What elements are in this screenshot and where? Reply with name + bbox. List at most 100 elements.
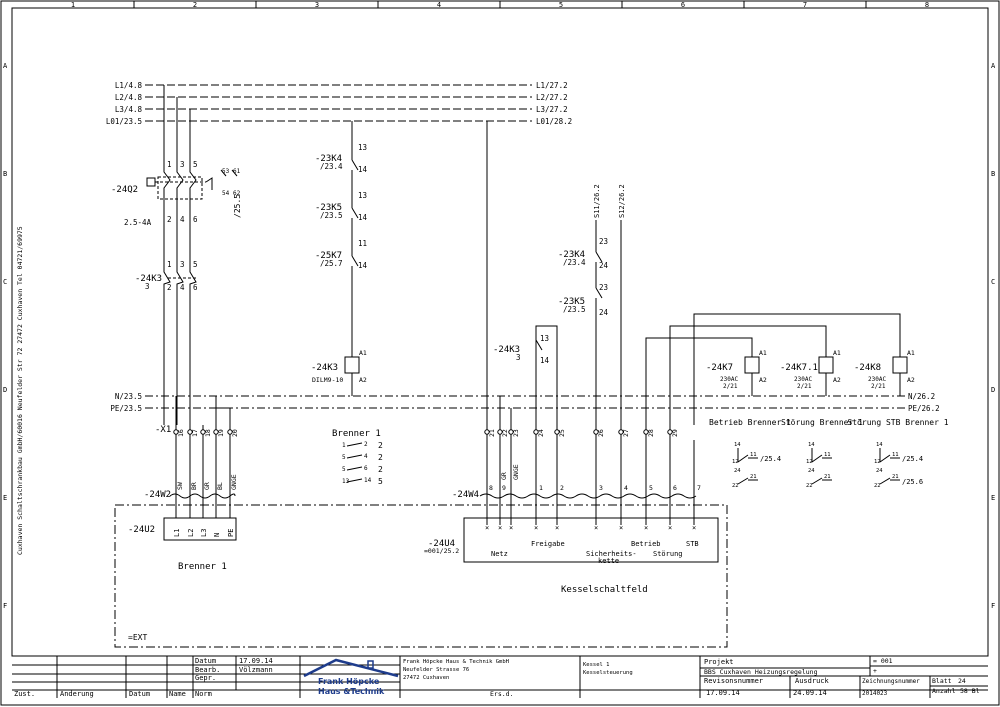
terminal-point	[484, 429, 490, 435]
breaker-24q2	[146, 152, 238, 270]
ext-label: =EXT	[128, 633, 147, 642]
tb-count-label: Anzahl	[932, 687, 956, 695]
plug-group: 2	[378, 465, 383, 474]
terminal-point	[533, 429, 539, 435]
contact-num: 12	[732, 459, 739, 465]
breaker-t6: 6	[193, 215, 198, 224]
plug-group: 2	[378, 453, 383, 462]
breaker-t4: 4	[180, 215, 185, 224]
grid-col-top: 1	[71, 1, 75, 9]
plug-pin: 2	[364, 441, 368, 448]
relay-a2: A2	[833, 376, 841, 384]
contact-23k5-ref: /23.5	[563, 305, 586, 314]
u4-label-betrieb: Betrieb	[631, 540, 661, 548]
u4-terminal-mark: ×	[485, 524, 489, 532]
contactor-t6: 6	[193, 283, 198, 292]
contactor-24k3-main	[163, 270, 197, 425]
tb-count-value: 58 Bl	[960, 687, 980, 695]
contact-23k5-tag: -23K5	[558, 297, 585, 307]
terminal-point	[173, 429, 179, 435]
grid-row-right: A	[991, 62, 996, 70]
contact-k3aux-n1: 13	[540, 334, 549, 343]
contact-ref: /25.4	[760, 455, 781, 463]
u4-label-stb: STB	[686, 540, 699, 548]
grid-col-top: 5	[559, 1, 563, 9]
contact-23k4-n2: 24	[599, 261, 609, 270]
contact-num: 24	[876, 468, 883, 474]
tb-ers: Ers.d.	[490, 690, 513, 698]
relay-a1: A1	[907, 349, 915, 357]
u2-terminal: L3	[200, 529, 208, 537]
breaker-aux-ref: /25.5	[233, 194, 242, 218]
plug-pin: 14	[364, 477, 372, 484]
contact-ref: /25.4	[902, 455, 923, 463]
terminal-point	[227, 429, 233, 435]
contactor-sub: 3	[145, 282, 150, 291]
u4-terminal-mark: ×	[534, 524, 538, 532]
device-u4-ref: =001/25.2	[424, 547, 459, 555]
cable-w4-extra: GR	[500, 472, 508, 480]
terminal-number: 21	[488, 429, 496, 437]
breaker-tag: -24Q2	[111, 185, 138, 195]
u4-terminal-mark: ×	[619, 524, 623, 532]
grid-row-left: F	[3, 602, 7, 610]
contact-num: 14	[734, 442, 741, 448]
plug-group: 2	[378, 441, 383, 450]
interlock-column	[344, 148, 360, 396]
terminal-number: 19	[217, 429, 225, 437]
terminal-number: 28	[647, 429, 655, 437]
u2-terminal: PE	[227, 529, 235, 537]
contact-num: 11	[750, 452, 757, 458]
tb-datum-value: 17.09.14	[239, 657, 273, 665]
u4-label-sicherheit: Sicherheits-	[586, 550, 637, 558]
contact-blade	[879, 477, 891, 485]
contactor-tag: -24K3	[135, 274, 162, 284]
cable-w2-tag: -24W2	[144, 490, 171, 500]
contact-23k5-n2: 24	[599, 308, 609, 317]
plug-pin: 5	[342, 454, 346, 461]
relay-title: Störung Brenner 1	[781, 418, 863, 427]
contact-num: 12	[806, 459, 813, 465]
tb-project-label: Projekt	[704, 658, 734, 666]
interlock-labels: -23K4 /23.4 13 14 -23K5 /23.5 13 14 -25K…	[311, 143, 368, 384]
terminal-number: 29	[671, 429, 679, 437]
contactor-t1: 1	[167, 260, 172, 269]
breaker-aux-61: 61	[233, 168, 241, 175]
right-supply-labels: S11/26.2 S12/26.2 -23K4 /23.4 23 24 -23K…	[493, 184, 626, 365]
relay-contact-symbol	[879, 448, 900, 485]
breaker-labels: -24Q2 2.5-4A /25.5 1 3 5 2 4 6 53 61 54 …	[111, 160, 242, 227]
contactor-t2: 2	[167, 283, 172, 292]
cable-w2-core: SW	[176, 482, 184, 490]
tb-company-1: Frank Höpcke Haus & Technik GmbH	[403, 659, 509, 665]
terminal-number: 22	[501, 429, 509, 437]
terminal-point	[593, 429, 599, 435]
contact-num: 22	[806, 483, 813, 489]
breaker-aux-54: 54	[222, 190, 230, 197]
tb-desc-1: Kessel 1	[583, 662, 610, 668]
tb-print-value: 24.09.14	[793, 689, 827, 697]
contact-num: 21	[892, 474, 899, 480]
interlock-k4-tag: -23K4	[315, 154, 342, 164]
contact-blade	[811, 477, 823, 485]
u4-terminal-mark: ×	[509, 524, 513, 532]
terminal-point	[497, 429, 503, 435]
terminal-number: 25	[558, 429, 566, 437]
pe-left-pe: PE/23.5	[110, 404, 142, 413]
plug-link	[346, 442, 363, 447]
relay-a1: A1	[833, 349, 841, 357]
u4-label-stoerung: Störung	[653, 550, 683, 558]
relay-tag: -24K7	[706, 363, 733, 373]
contact-k3aux-tag: -24K3	[493, 345, 520, 355]
cable-w4-core: 5	[649, 484, 653, 492]
grid-row-right: D	[991, 386, 995, 394]
house-roof-icon	[303, 658, 399, 678]
relay-volt: 230AC	[720, 376, 738, 383]
bus-right-l2: L2/27.2	[536, 93, 568, 102]
coil-k3-type: DILM9-10	[312, 376, 343, 384]
contact-23k4-n1: 23	[599, 237, 608, 246]
grid-col-top: 7	[803, 1, 807, 9]
